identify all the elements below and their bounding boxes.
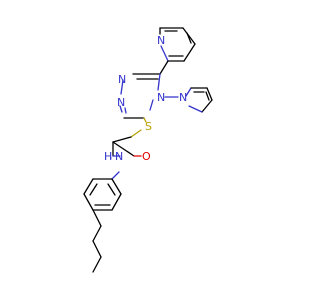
butyl-chain [92, 209, 102, 273]
atom-label-triazole-n1: N [118, 73, 126, 86]
amide-group [110, 141, 142, 159]
thioether-linker [112, 117, 147, 143]
structure-svg: N N N N N S O N H [83, 27, 213, 273]
pyrrole-ring [164, 87, 213, 113]
atom-label-pyrrole-n: N [179, 91, 187, 104]
atom-label-triazole-n2: N [117, 96, 125, 109]
phenyl-ring [83, 171, 122, 211]
pyridine-ring [159, 27, 196, 62]
atom-label-amide-h: H [104, 150, 112, 163]
biaryl-bond [159, 60, 169, 75]
atom-label-oxygen: O [142, 150, 151, 163]
molecule-diagram: N N N N N S O N H [83, 27, 213, 273]
atom-label-sulfur: S [145, 120, 152, 133]
atom-label-amide-n: N [115, 150, 123, 163]
triazole-ring [119, 73, 161, 119]
atom-label-pyridine-n: N [157, 34, 165, 47]
atom-label-triazole-n4: N [157, 91, 165, 104]
